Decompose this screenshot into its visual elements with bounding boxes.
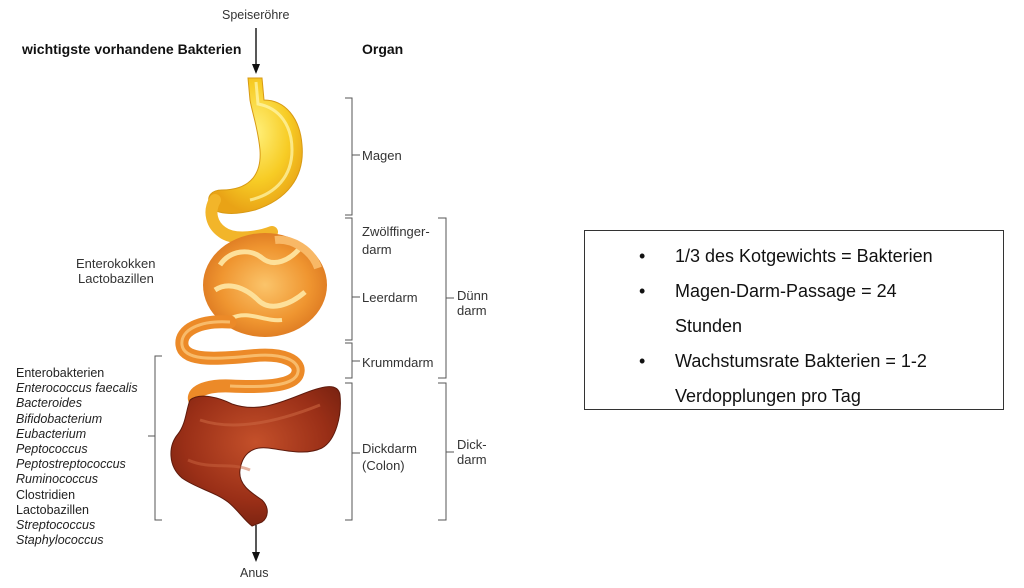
upper-bacteria-item: Lactobazillen <box>78 271 154 286</box>
bacteria-item: Enterobakterien <box>16 366 105 380</box>
organ-label-krummdarm: Krummdarm <box>362 355 434 370</box>
stomach-shape <box>205 77 303 244</box>
organ-label-magen: Magen <box>362 148 402 163</box>
bullet-icon: • <box>639 246 646 266</box>
facts-list: • 1/3 des Kotgewichts = Bakterien • Magen-D… <box>585 239 1003 414</box>
fact-text: Magen-Darm-Passage = 24 <box>675 281 897 301</box>
facts-box: • 1/3 des Kotgewichts = Bakterien • Magen-D… <box>584 230 1004 410</box>
organ-label-dickdarm-1: Dickdarm <box>362 441 417 456</box>
anus-arrow <box>252 525 260 562</box>
fact-text: 1/3 des Kotgewichts = Bakterien <box>675 246 933 266</box>
bacteria-item: Bacteroides <box>16 396 83 411</box>
anus-label: Anus <box>240 566 269 580</box>
bacteria-item: Staphylococcus <box>16 533 104 548</box>
bacteria-bracket <box>148 355 162 521</box>
fact-item: • Magen-Darm-Passage = 24 Stunden <box>639 274 1003 344</box>
region-label-dickdarm-1: Dick- <box>457 437 487 452</box>
region-label-duenndarm-2: darm <box>457 303 487 318</box>
esophagus-arrow <box>252 28 260 74</box>
bacteria-header: wichtigste vorhandene Bakterien <box>22 41 242 57</box>
bacteria-item: Enterococcus faecalis <box>16 381 138 396</box>
region-brackets <box>438 217 454 521</box>
organ-label-zwoelffingerdarm-1: Zwölffinger- <box>362 224 430 239</box>
esophagus-label: Speiseröhre <box>222 8 290 22</box>
fact-text-continued: Verdopplungen pro Tag <box>675 386 861 406</box>
upper-bacteria-list: Enterokokken Lactobazillen <box>76 256 156 286</box>
organ-brackets <box>345 97 360 521</box>
bacteria-item: Clostridien <box>16 487 76 502</box>
organ-header: Organ <box>362 41 404 57</box>
organ-label-leerdarm: Leerdarm <box>362 290 418 305</box>
bacteria-item: Peptococcus <box>16 442 88 457</box>
fact-text: Wachstumsrate Bakterien = 1-2 <box>675 351 927 371</box>
organ-label-zwoelffingerdarm-2: darm <box>362 242 392 257</box>
organ-label-dickdarm-2: (Colon) <box>362 458 405 473</box>
region-label-dickdarm-2: darm <box>457 452 487 467</box>
bacteria-item: Bifidobacterium <box>16 411 103 426</box>
fact-text-continued: Stunden <box>675 316 743 336</box>
small-intestine-shape <box>175 233 327 409</box>
region-label-duenndarm-1: Dünn <box>457 288 489 303</box>
bullet-icon: • <box>639 351 646 371</box>
bacteria-item: Eubacterium <box>16 426 87 441</box>
colon-shape <box>170 386 341 527</box>
bacteria-item: Streptococcus <box>16 518 96 533</box>
upper-bacteria-item: Enterokokken <box>76 256 156 271</box>
bacteria-item: Lactobazillen <box>16 502 89 517</box>
fact-item: • 1/3 des Kotgewichts = Bakterien <box>639 239 1003 274</box>
bacteria-item: Ruminococcus <box>16 472 98 487</box>
bullet-icon: • <box>639 281 646 301</box>
bacteria-item: Peptostreptococcus <box>16 457 126 472</box>
